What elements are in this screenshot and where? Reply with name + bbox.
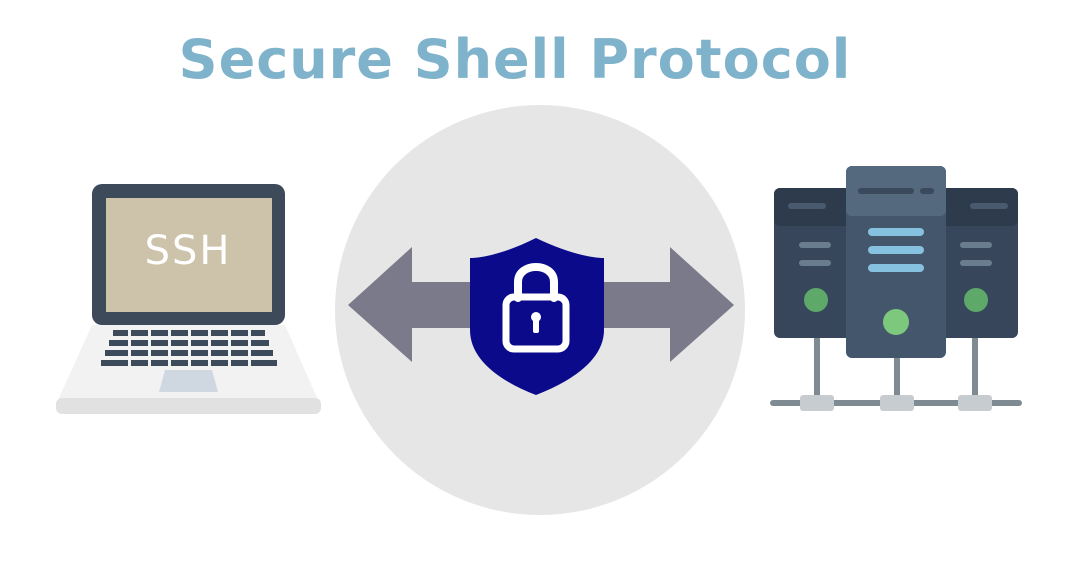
server-icon <box>770 166 1022 411</box>
touchpad <box>159 370 218 392</box>
laptop-icon <box>56 184 321 414</box>
laptop-screen-label: SSH <box>108 228 268 274</box>
